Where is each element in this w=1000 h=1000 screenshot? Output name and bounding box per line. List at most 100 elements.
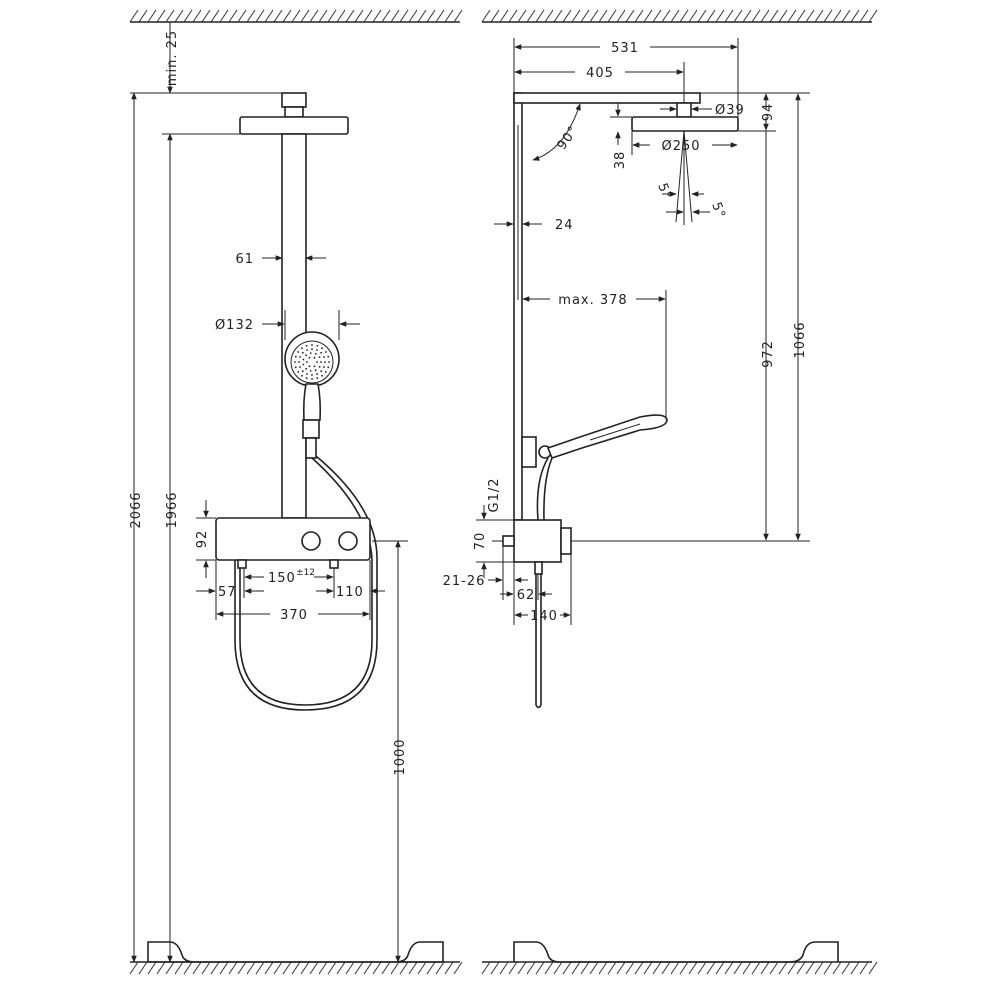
hatch-stroke (868, 961, 878, 975)
label-370: 370 (280, 608, 308, 623)
hatch-stroke (751, 961, 761, 975)
hatch-stroke (652, 9, 662, 23)
hatch-stroke (309, 961, 319, 975)
nozzle-dot (298, 361, 300, 363)
hatch-stroke (553, 961, 563, 975)
hatch-stroke (255, 961, 265, 975)
hatch-stroke (535, 961, 545, 975)
hatch-stroke (823, 9, 833, 23)
hatch-stroke (435, 961, 445, 975)
nozzle-dot (314, 352, 317, 355)
label-94: 94 (761, 103, 776, 122)
label-61: 61 (235, 252, 254, 267)
hatch-stroke (363, 9, 373, 23)
hatch-stroke (309, 9, 319, 23)
hatch-stroke (517, 9, 527, 23)
hatch-stroke (841, 961, 851, 975)
hatch-stroke (715, 9, 725, 23)
hatch-stroke (219, 9, 229, 23)
nozzle-dot (320, 351, 323, 354)
hatch-stroke (336, 9, 346, 23)
nozzle-dot (299, 366, 301, 368)
outlet-fitting (534, 561, 543, 575)
inlet-right (329, 559, 339, 569)
hatch-stroke (444, 961, 454, 975)
label-38: 38 (613, 151, 628, 170)
overhead-shower (239, 116, 349, 135)
label-132: Ø132 (215, 318, 254, 333)
label-92: 92 (195, 530, 210, 549)
hatch-stroke (706, 9, 716, 23)
overhead-mount (281, 92, 307, 108)
nozzle-dot (301, 347, 303, 350)
nozzle-dot (324, 371, 327, 373)
hand-shower-holder (302, 419, 320, 439)
hatch-stroke (679, 961, 689, 975)
hose-connector (305, 437, 317, 459)
thermostat-side (513, 519, 562, 563)
hatch-stroke (562, 961, 572, 975)
nozzle-dot (305, 354, 307, 357)
hatch-stroke (481, 9, 491, 23)
floor-left (129, 961, 463, 975)
hatch-stroke (499, 961, 509, 975)
hatch-stroke (381, 961, 391, 975)
front-view (215, 92, 378, 711)
hatch-stroke (643, 9, 653, 23)
hatch-stroke (453, 9, 463, 23)
hatch-stroke (814, 961, 824, 975)
hatch-stroke (291, 9, 301, 23)
label-5-deg-a: 5° (654, 181, 674, 202)
hatch-stroke (805, 9, 815, 23)
hatch-stroke (138, 961, 148, 975)
knob-side (560, 527, 572, 555)
hatch-stroke (850, 9, 860, 23)
nozzle-dot (321, 347, 323, 350)
hatch-stroke (796, 9, 806, 23)
hatch-stroke (544, 9, 554, 23)
nozzle-dot (302, 363, 305, 366)
hatch-stroke (553, 9, 563, 23)
hatch-stroke (607, 9, 617, 23)
hatch-stroke (264, 9, 274, 23)
label-max-378: max. 378 (558, 293, 627, 308)
label-150-tolerance: ±12 (296, 568, 315, 578)
overhead-arm-side (513, 92, 701, 104)
dimension-labels: min. 25 61 Ø132 92 150 ±12 57 110 370 20… (129, 30, 808, 776)
hatch-stroke (417, 961, 427, 975)
hatch-stroke (390, 9, 400, 23)
hatch-stroke (661, 961, 671, 975)
hatch-stroke (724, 9, 734, 23)
wall-connector (502, 535, 515, 547)
nozzle-dot (328, 361, 330, 363)
nozzle-dot (294, 361, 296, 363)
label-1066: 1066 (793, 321, 808, 358)
hatch-stroke (372, 961, 382, 975)
hatch-stroke (481, 961, 491, 975)
hatch-stroke (300, 961, 310, 975)
shower-hose-side (536, 457, 549, 521)
nozzle-dot (316, 377, 319, 380)
hatch-stroke (345, 961, 355, 975)
hatch-stroke (444, 9, 454, 23)
hatch-stroke (661, 9, 671, 23)
nozzle-dot (318, 356, 321, 358)
hatch-stroke (778, 9, 788, 23)
hatch-stroke (769, 961, 779, 975)
dimension-lines (130, 22, 810, 963)
hatch-stroke (670, 9, 680, 23)
hatch-stroke (706, 961, 716, 975)
hatch-stroke (796, 961, 806, 975)
label-1966: 1966 (165, 491, 180, 528)
floor-right (481, 961, 878, 975)
nozzle-dot (321, 374, 323, 377)
side-view (502, 92, 739, 709)
hatch-stroke (417, 9, 427, 23)
hatch-stroke (237, 9, 247, 23)
hatch-stroke (435, 9, 445, 23)
label-39: Ø39 (715, 103, 745, 118)
hatch-stroke (805, 961, 815, 975)
label-140: 140 (530, 609, 558, 624)
hatch-stroke (255, 9, 265, 23)
nozzle-dot (313, 365, 316, 368)
